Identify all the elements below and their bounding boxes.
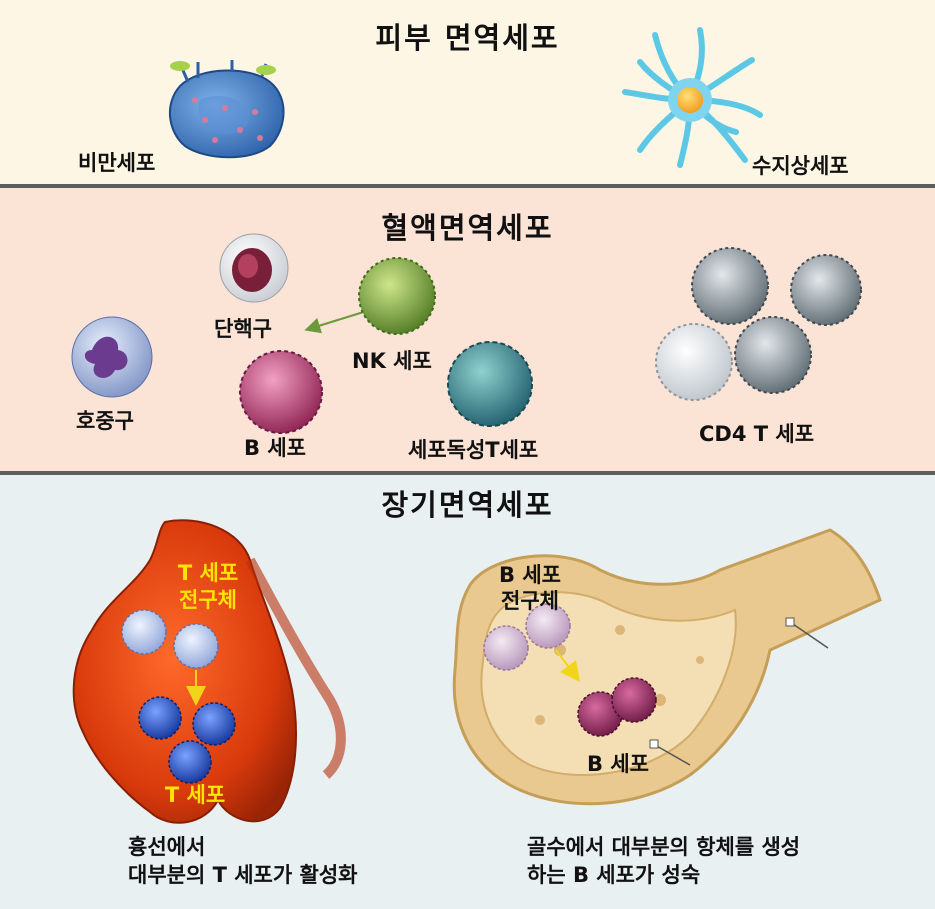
- cd4-t-cell-label: CD4 T 세포: [699, 422, 815, 446]
- thymus-caption-line1: 흉선에서: [128, 835, 206, 859]
- nk-cell-illustration: [358, 257, 436, 335]
- thymus-illustration: [72, 519, 346, 824]
- bone-marrow-caption-line1: 골수에서 대부분의 항체를 생성: [527, 835, 801, 859]
- monocyte-nk-connector: [304, 309, 371, 334]
- cytotoxic-t-cell-illustration: [447, 341, 533, 427]
- b-cell-label: B 세포: [244, 436, 306, 460]
- skin-section: [0, 0, 935, 186]
- cytotoxic-t-cell-label: 세포독성T세포: [408, 438, 539, 462]
- neutrophil-illustration: [71, 316, 153, 398]
- b-cell-precursor-label: B 세포 전구체: [490, 562, 570, 614]
- mast-cell-label: 비만세포: [78, 151, 156, 175]
- section-divider: [0, 184, 935, 188]
- thymus-caption-line2: 대부분의 T 세포가 활성화: [128, 863, 358, 887]
- bone-marrow-maturation-arrow: [555, 649, 580, 682]
- bone-marrow-caption: 골수에서 대부분의 항체를 생성 하는 B 세포가 성숙: [527, 833, 800, 889]
- nk-cell-label: NK 세포: [352, 349, 432, 373]
- mature-t-cell-label: T 세포: [164, 783, 226, 807]
- section-divider: [0, 471, 935, 475]
- mast-cell-illustration: [168, 60, 285, 159]
- monocyte-label: 단핵구: [214, 317, 272, 341]
- thymus-caption: 흉선에서 대부분의 T 세포가 활성화: [128, 833, 357, 889]
- cd4-t-cell-illustration: [655, 247, 862, 401]
- b-cell-precursor-label-line1: B 세포: [499, 563, 561, 587]
- t-cell-precursor-label-line2: 전구체: [179, 588, 237, 612]
- mature-t-cells: [138, 696, 236, 784]
- dendritic-cell-nucleus: [677, 87, 703, 113]
- skin-section-title: 피부 면역세포: [375, 21, 560, 55]
- t-cell-precursor-cells: [121, 609, 219, 669]
- bone-marrow-caption-line2: 하는 B 세포가 성숙: [527, 863, 701, 887]
- b-cell-illustration-blood: [239, 350, 323, 434]
- t-cell-precursor-label-line1: T 세포: [177, 561, 239, 585]
- mature-b-cells: [577, 677, 657, 737]
- dendritic-cell-label: 수지상세포: [752, 154, 849, 178]
- organ-section-title: 장기면역세포: [381, 488, 554, 522]
- monocyte-illustration: [219, 233, 289, 303]
- t-cell-precursor-label: T 세포 전구체: [168, 560, 248, 614]
- blood-section-title: 혈액면역세포: [381, 211, 554, 245]
- b-cell-precursor-cells: [483, 603, 571, 671]
- neutrophil-label: 호중구: [76, 409, 134, 433]
- mature-b-cell-label: B 세포: [587, 752, 649, 776]
- b-cell-precursor-label-line2: 전구체: [501, 589, 559, 613]
